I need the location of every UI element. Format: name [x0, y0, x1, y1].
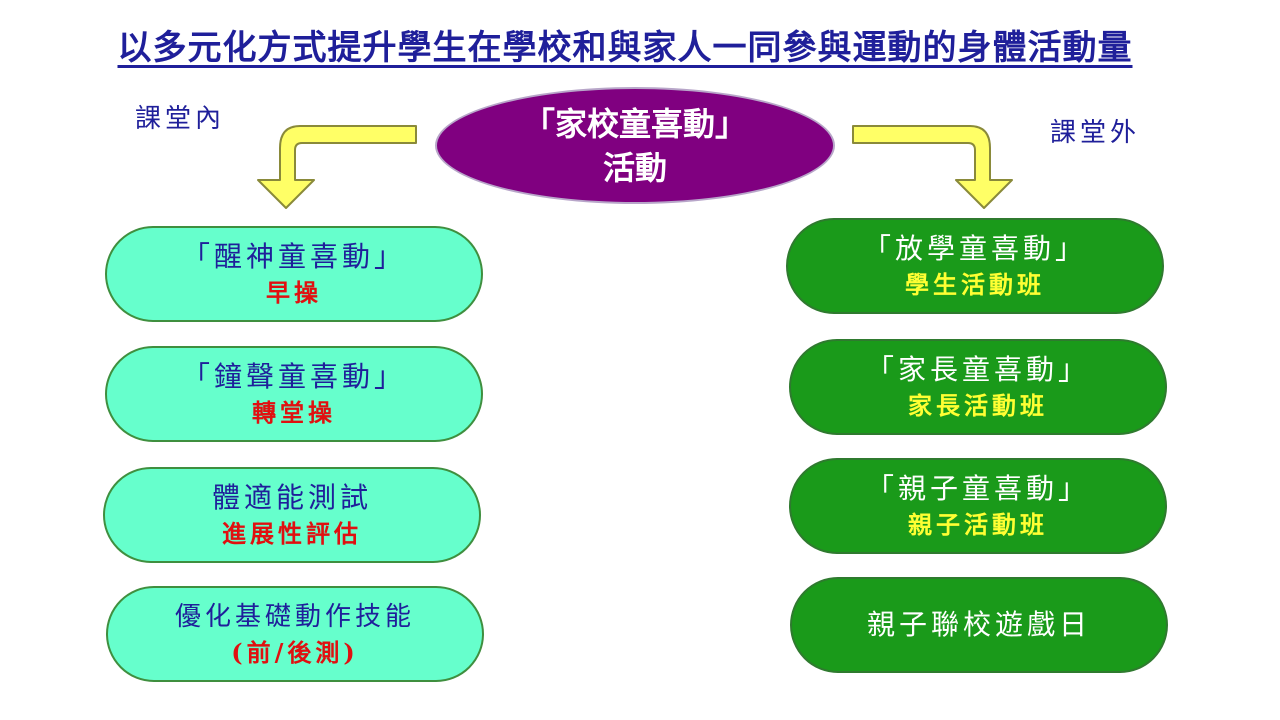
node-sub-text: (前/後測): [231, 638, 359, 667]
center-activity-ellipse: 「家校童喜動」 活動: [435, 87, 835, 204]
right-node-after-school: 「放學童喜動」 學生活動班: [786, 218, 1164, 314]
node-main-text: 「放學童喜動」: [862, 232, 1087, 265]
node-main-text: 體適能測試: [211, 481, 372, 514]
node-main-text: 「醒神童喜動」: [181, 240, 406, 273]
right-node-parents: 「家長童喜動」 家長活動班: [789, 339, 1167, 435]
node-main-text: 優化基礎動作技能: [174, 602, 415, 632]
node-sub-text: 早操: [266, 278, 322, 307]
diagram-title: 以多元化方式提升學生在學校和與家人一同參與運動的身體活動量: [117, 28, 1133, 68]
node-sub-text: 轉堂操: [252, 398, 336, 427]
node-main-text: 「鐘聲童喜動」: [181, 360, 406, 393]
left-node-morning-exercise: 「醒神童喜動」 早操: [105, 226, 483, 322]
right-node-parent-child: 「親子童喜動」 親子活動班: [789, 458, 1167, 554]
left-curved-arrow: [257, 125, 417, 209]
node-main-text: 「親子童喜動」: [865, 472, 1090, 505]
node-main-text: 親子聯校遊戲日: [866, 608, 1091, 641]
left-node-motor-skills: 優化基礎動作技能 (前/後測): [106, 586, 484, 682]
right-node-game-day: 親子聯校遊戲日: [790, 577, 1168, 673]
node-main-text: 「家長童喜動」: [865, 353, 1090, 386]
left-node-bell-exercise: 「鐘聲童喜動」 轉堂操: [105, 346, 483, 442]
left-node-fitness-test: 體適能測試 進展性評估: [103, 467, 481, 563]
center-title-line1: 「家校童喜動」: [522, 104, 747, 143]
node-sub-text: 進展性評估: [222, 519, 362, 548]
label-in-class: 課堂內: [135, 104, 226, 134]
label-out-of-class: 課堂外: [1050, 118, 1141, 148]
node-sub-text: 家長活動班: [908, 391, 1048, 420]
right-curved-arrow: [852, 125, 1013, 209]
node-sub-text: 學生活動班: [905, 270, 1045, 299]
center-title-line2: 活動: [602, 148, 667, 187]
node-sub-text: 親子活動班: [908, 510, 1048, 539]
